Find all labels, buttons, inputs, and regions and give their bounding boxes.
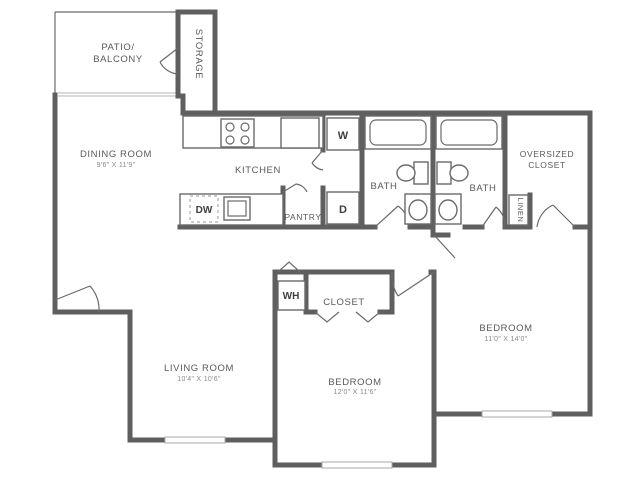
sink-left-icon bbox=[408, 199, 428, 221]
water-heater-label: WH bbox=[283, 291, 300, 302]
dining-room-label: DINING ROOM bbox=[80, 149, 152, 160]
sink-icon bbox=[223, 196, 251, 221]
living-room-label: LIVING ROOM bbox=[164, 363, 234, 374]
toilet-right-icon bbox=[449, 164, 469, 182]
bedroom-center-label: BEDROOM bbox=[328, 377, 381, 388]
bath-left-label: BATH bbox=[370, 181, 397, 192]
bathtub-right-icon bbox=[435, 115, 503, 150]
walls bbox=[52, 9, 593, 468]
kitchen-fixtures bbox=[179, 115, 324, 226]
dryer-label: D bbox=[339, 204, 347, 216]
oversized-closet-label-line1: OVERSIZED bbox=[520, 149, 575, 159]
bedroom-right-dimensions: 11'0" X 14'0" bbox=[485, 336, 528, 343]
doors bbox=[54, 47, 576, 323]
refrigerator-icon bbox=[280, 117, 320, 149]
dining-room-dimensions: 9'6" X 11'9" bbox=[97, 162, 136, 169]
labels: PATIO/ BALCONY STORAGE DINING ROOM 9'6" … bbox=[80, 29, 574, 396]
kitchen-label: KITCHEN bbox=[235, 165, 281, 176]
bathtub-left-icon bbox=[364, 115, 432, 150]
bedroom-center-dimensions: 12'0" X 11'6" bbox=[334, 389, 377, 396]
stove-icon bbox=[220, 118, 255, 148]
closet-label: CLOSET bbox=[323, 297, 365, 308]
bath-right-label: BATH bbox=[469, 183, 496, 194]
bath-fixtures bbox=[364, 115, 529, 226]
sink-right-icon bbox=[438, 199, 458, 221]
patio-label-line2: BALCONY bbox=[93, 54, 143, 65]
oversized-closet-label-line2: CLOSET bbox=[528, 160, 566, 170]
toilet-left-icon bbox=[396, 164, 416, 182]
storage-label: STORAGE bbox=[193, 29, 204, 79]
patio-balcony-area bbox=[54, 11, 178, 97]
dishwasher-icon bbox=[189, 195, 219, 223]
water-heater-icon bbox=[277, 280, 306, 311]
washer-icon bbox=[326, 117, 360, 151]
dryer-icon bbox=[326, 191, 360, 225]
washer-label: W bbox=[338, 130, 349, 142]
dishwasher-label: DW bbox=[196, 205, 213, 216]
linen-shelf bbox=[508, 194, 529, 226]
laundry bbox=[277, 117, 360, 311]
living-room-dimensions: 10'4" X 10'6" bbox=[177, 376, 221, 383]
windows bbox=[164, 410, 553, 469]
patio-label-line1: PATIO/ bbox=[101, 42, 134, 53]
bedroom-right-label: BEDROOM bbox=[479, 323, 532, 334]
linen-label: LINEN bbox=[516, 197, 525, 222]
pantry-label: PANTRY bbox=[284, 212, 321, 222]
